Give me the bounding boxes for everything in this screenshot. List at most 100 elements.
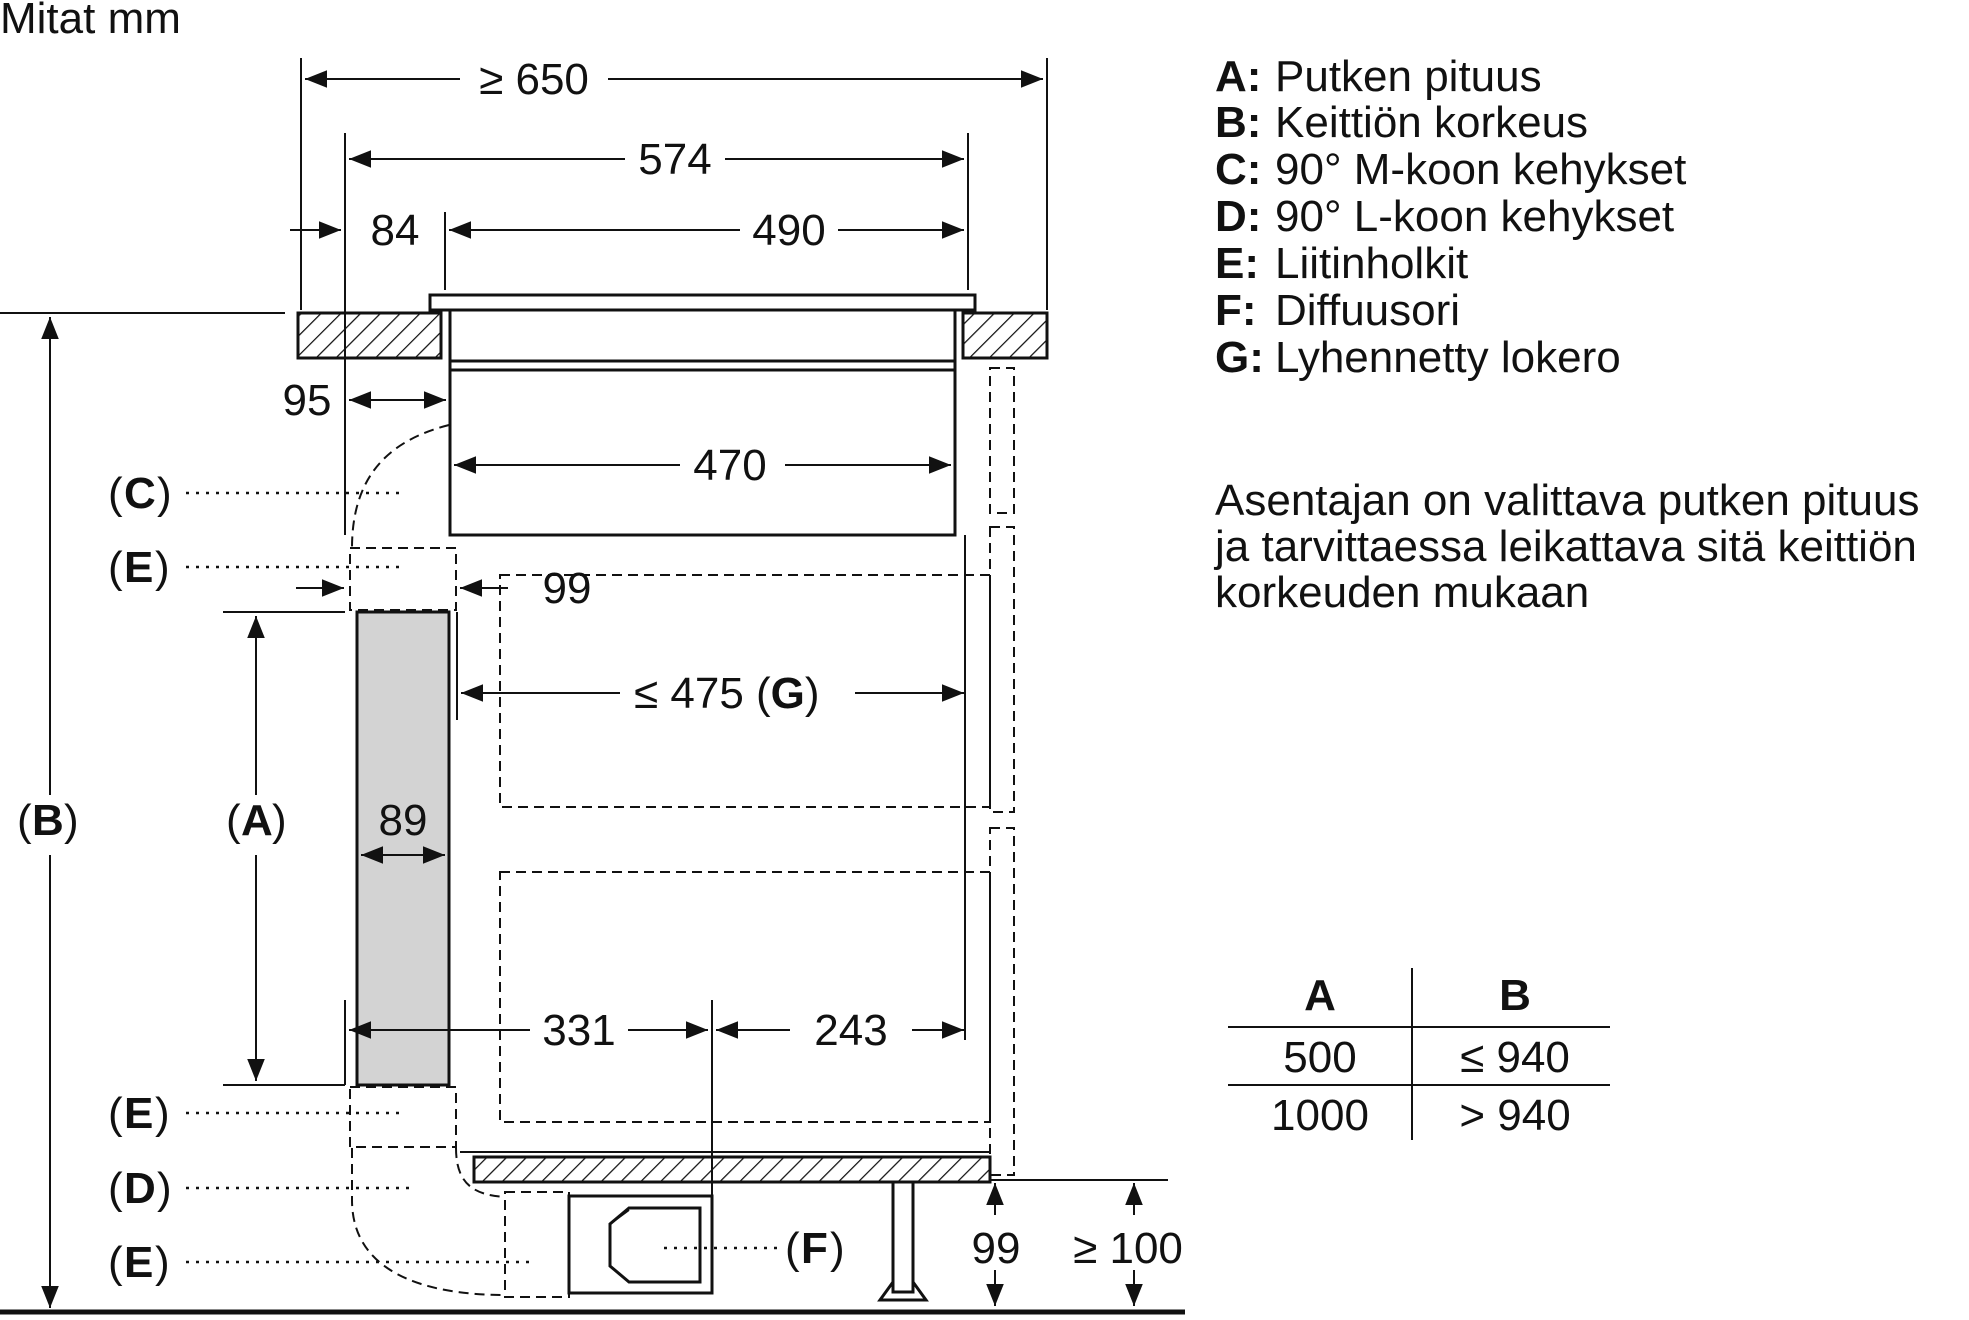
dim-490-label: 490 [752, 206, 825, 255]
units-label: Mitat mm [0, 0, 181, 43]
callout-d: D [124, 1164, 156, 1213]
installer-note: Asentajan on valittava putken pituus ja … [1213, 476, 1919, 617]
callout-c-group: ( C ) [108, 469, 402, 518]
legend-text-f: Diffuusori [1275, 286, 1460, 335]
legend: A: Putken pituus B: Keittiön korkeus C: … [1215, 52, 1686, 382]
table-cell-r1-b: ≤ 940 [1460, 1033, 1570, 1082]
note-line-1: Asentajan on valittava putken pituus [1215, 476, 1919, 525]
svg-text:(: ( [108, 1164, 123, 1213]
legend-key-g: G: [1215, 333, 1264, 382]
dim-89: 89 [361, 796, 445, 864]
svg-text:(: ( [17, 796, 32, 845]
dim-99-bottom: 99 [972, 1179, 1168, 1306]
duct-a [355, 610, 451, 1087]
callout-e2: E [124, 1089, 153, 1138]
legend-text-c: 90° M-koon kehykset [1275, 145, 1686, 194]
dim-100: ≥ 100 [1073, 1183, 1183, 1306]
callout-e2-group: ( E ) [108, 1089, 402, 1138]
dim-95: 95 [283, 376, 446, 425]
dim-574: 574 [349, 135, 964, 184]
dim-a: ( A ) [223, 611, 345, 1086]
table-cell-r2-a: 1000 [1271, 1091, 1369, 1140]
dim-84-label: 84 [371, 206, 420, 255]
svg-text:(: ( [226, 796, 241, 845]
legend-key-b: B: [1215, 98, 1261, 147]
dim-650: ≥ 650 [305, 55, 1043, 104]
legend-text-g: Lyhennetty lokero [1275, 333, 1621, 382]
legend-key-d: D: [1215, 192, 1261, 241]
svg-text:): ) [155, 1238, 170, 1287]
dim-475: ≤ 475 (G) [461, 669, 964, 718]
cabinet-leg [877, 1180, 929, 1302]
svg-text:(: ( [785, 1224, 800, 1273]
callout-a: A [241, 796, 273, 845]
dim-574-label: 574 [638, 135, 711, 184]
dim-331-label: 331 [542, 1006, 615, 1055]
legend-text-a: Putken pituus [1275, 52, 1542, 101]
callout-d-group: ( D ) [108, 1164, 412, 1213]
dim-470: 470 [454, 441, 951, 490]
note-line-3: korkeuden mukaan [1215, 568, 1589, 617]
callout-e1: E [124, 543, 153, 592]
callout-b: B [32, 796, 64, 845]
table-header-a: A [1304, 971, 1336, 1020]
drawer-g [499, 367, 1015, 1176]
dim-470-label: 470 [693, 441, 766, 490]
svg-text:(: ( [108, 543, 123, 592]
dim-100-label: ≥ 100 [1073, 1224, 1183, 1273]
callout-f: F [801, 1224, 828, 1273]
svg-text:): ) [272, 796, 287, 845]
dim-475-prefix: ≤ 475 ( [634, 669, 771, 718]
hob-unit [428, 293, 977, 537]
svg-text:): ) [155, 543, 170, 592]
dim-475-suffix: ) [805, 669, 820, 718]
table-header-b: B [1499, 971, 1531, 1020]
dim-84: 84 [290, 206, 419, 255]
dim-95-label: 95 [283, 376, 332, 425]
legend-text-d: 90° L-koon kehykset [1275, 192, 1674, 241]
callout-f-group: ( F ) [664, 1224, 845, 1273]
callout-e3: E [124, 1238, 153, 1287]
dim-b: ( B ) [17, 317, 79, 1308]
svg-text:): ) [64, 796, 79, 845]
legend-text-e: Liitinholkit [1275, 239, 1468, 288]
connector-e-mid [349, 1086, 457, 1148]
legend-key-a: A: [1215, 52, 1261, 101]
countertop [296, 311, 1049, 360]
svg-text:≤ 475 (G): ≤ 475 (G) [634, 669, 820, 718]
connector-e-top [349, 547, 457, 611]
note-line-2: ja tarvittaessa leikattava sitä keittiön [1213, 522, 1917, 571]
dim-99-top: 99 [296, 564, 591, 613]
plinth-board [472, 1155, 992, 1184]
diffuser-f [567, 1194, 714, 1295]
dim-490: 490 [449, 206, 964, 255]
svg-text:): ) [157, 1164, 172, 1213]
table-cell-r1-a: 500 [1283, 1033, 1356, 1082]
legend-key-f: F: [1215, 286, 1257, 335]
dim-331-243: 331 243 [344, 1000, 964, 1195]
dim-650-label: ≥ 650 [479, 55, 589, 104]
duct-bend-c [351, 424, 450, 549]
dim-243-label: 243 [814, 1006, 887, 1055]
svg-text:(: ( [108, 1238, 123, 1287]
legend-key-e: E: [1215, 239, 1259, 288]
length-table: A B 500 ≤ 940 1000 > 940 [1228, 968, 1610, 1140]
svg-text:): ) [157, 469, 172, 518]
dim-475-letter: G [771, 669, 805, 718]
connector-e-bottom [504, 1191, 570, 1298]
svg-text:): ) [830, 1224, 845, 1273]
table-cell-r2-b: > 940 [1459, 1091, 1570, 1140]
legend-text-b: Keittiön korkeus [1275, 98, 1588, 147]
dim-99-bottom-label: 99 [972, 1224, 1021, 1273]
dim-89-label: 89 [379, 796, 428, 845]
callout-c: C [124, 469, 156, 518]
legend-key-c: C: [1215, 145, 1261, 194]
svg-text:(: ( [108, 1089, 123, 1138]
callout-e3-group: ( E ) [108, 1238, 535, 1287]
svg-text:): ) [155, 1089, 170, 1138]
dim-99-top-label: 99 [543, 564, 592, 613]
callout-e1-group: ( E ) [108, 543, 402, 592]
duct-bend-d [351, 1148, 506, 1296]
svg-text:(: ( [108, 469, 123, 518]
